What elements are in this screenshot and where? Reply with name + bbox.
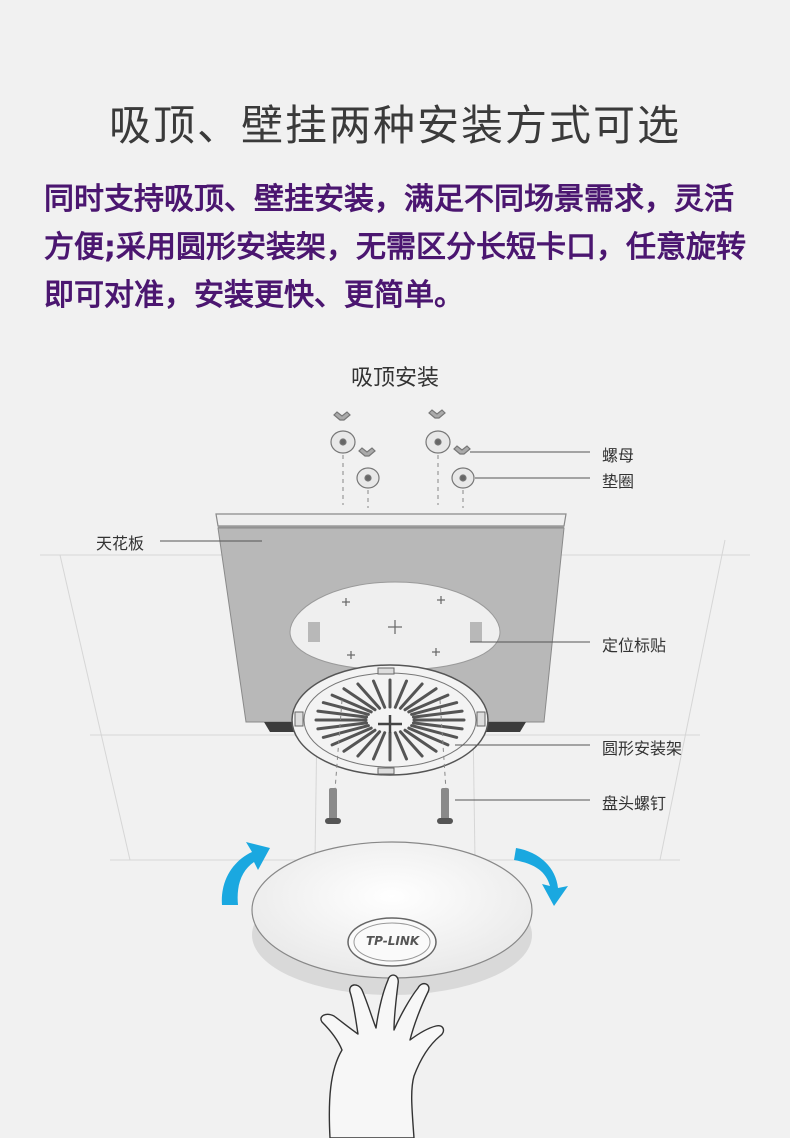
bracket-spoke — [411, 709, 464, 719]
bracket-spoke — [330, 693, 373, 714]
access-point-device — [251, 841, 533, 995]
bracket-spoke — [342, 687, 377, 712]
nut-washer-group — [330, 409, 475, 489]
bracket-spoke — [410, 701, 459, 716]
bracket-spoke — [372, 731, 387, 761]
bracket-spoke — [393, 731, 408, 761]
hand-illustration — [320, 974, 445, 1138]
bracket-spoke — [407, 693, 450, 714]
bracket-spoke — [403, 687, 438, 712]
bracket-spoke — [407, 726, 450, 747]
rotation-arrow-right-icon — [514, 848, 568, 906]
label-positioning-sticker: 定位标贴 — [602, 636, 667, 655]
brand-logo: TP-LINK — [366, 934, 420, 948]
bracket-spoke — [321, 724, 370, 739]
pan-head-screw-group — [325, 788, 453, 824]
bracket-spoke — [398, 682, 424, 710]
bracket-spoke — [356, 730, 382, 758]
rotation-arrow-left-icon — [221, 842, 270, 905]
bracket-spoke — [372, 679, 387, 709]
leader-lines — [160, 451, 590, 801]
alignment-dashed-lines — [334, 455, 464, 791]
bracket-spoke — [342, 728, 377, 753]
round-mounting-bracket — [291, 664, 489, 776]
label-pan-head-screw: 盘头螺钉 — [602, 794, 667, 813]
bracket-spoke — [321, 701, 370, 716]
label-nut: 螺母 — [602, 446, 635, 465]
bracket-spoke — [393, 679, 408, 709]
bracket-spoke — [356, 682, 382, 710]
diagram-subtitle: 吸顶安装 — [350, 366, 439, 391]
bracket-spoke — [403, 728, 438, 753]
bracket-spoke — [410, 724, 459, 739]
positioning-sticker — [289, 581, 501, 671]
label-ceiling: 天花板 — [96, 534, 145, 553]
label-washer: 垫圈 — [602, 472, 635, 491]
label-round-bracket: 圆形安装架 — [602, 739, 683, 758]
page-title: 吸顶、壁挂两种安装方式可选 — [108, 101, 681, 150]
bracket-spoke — [411, 721, 464, 731]
bracket-spoke — [398, 730, 424, 758]
bracket-spoke — [316, 709, 369, 719]
bracket-spoke — [316, 721, 369, 731]
description-text: 同时支持吸顶、壁挂安装，满足不同场景需求，灵活方便;采用圆形安装架，无需区分长短… — [44, 182, 746, 313]
